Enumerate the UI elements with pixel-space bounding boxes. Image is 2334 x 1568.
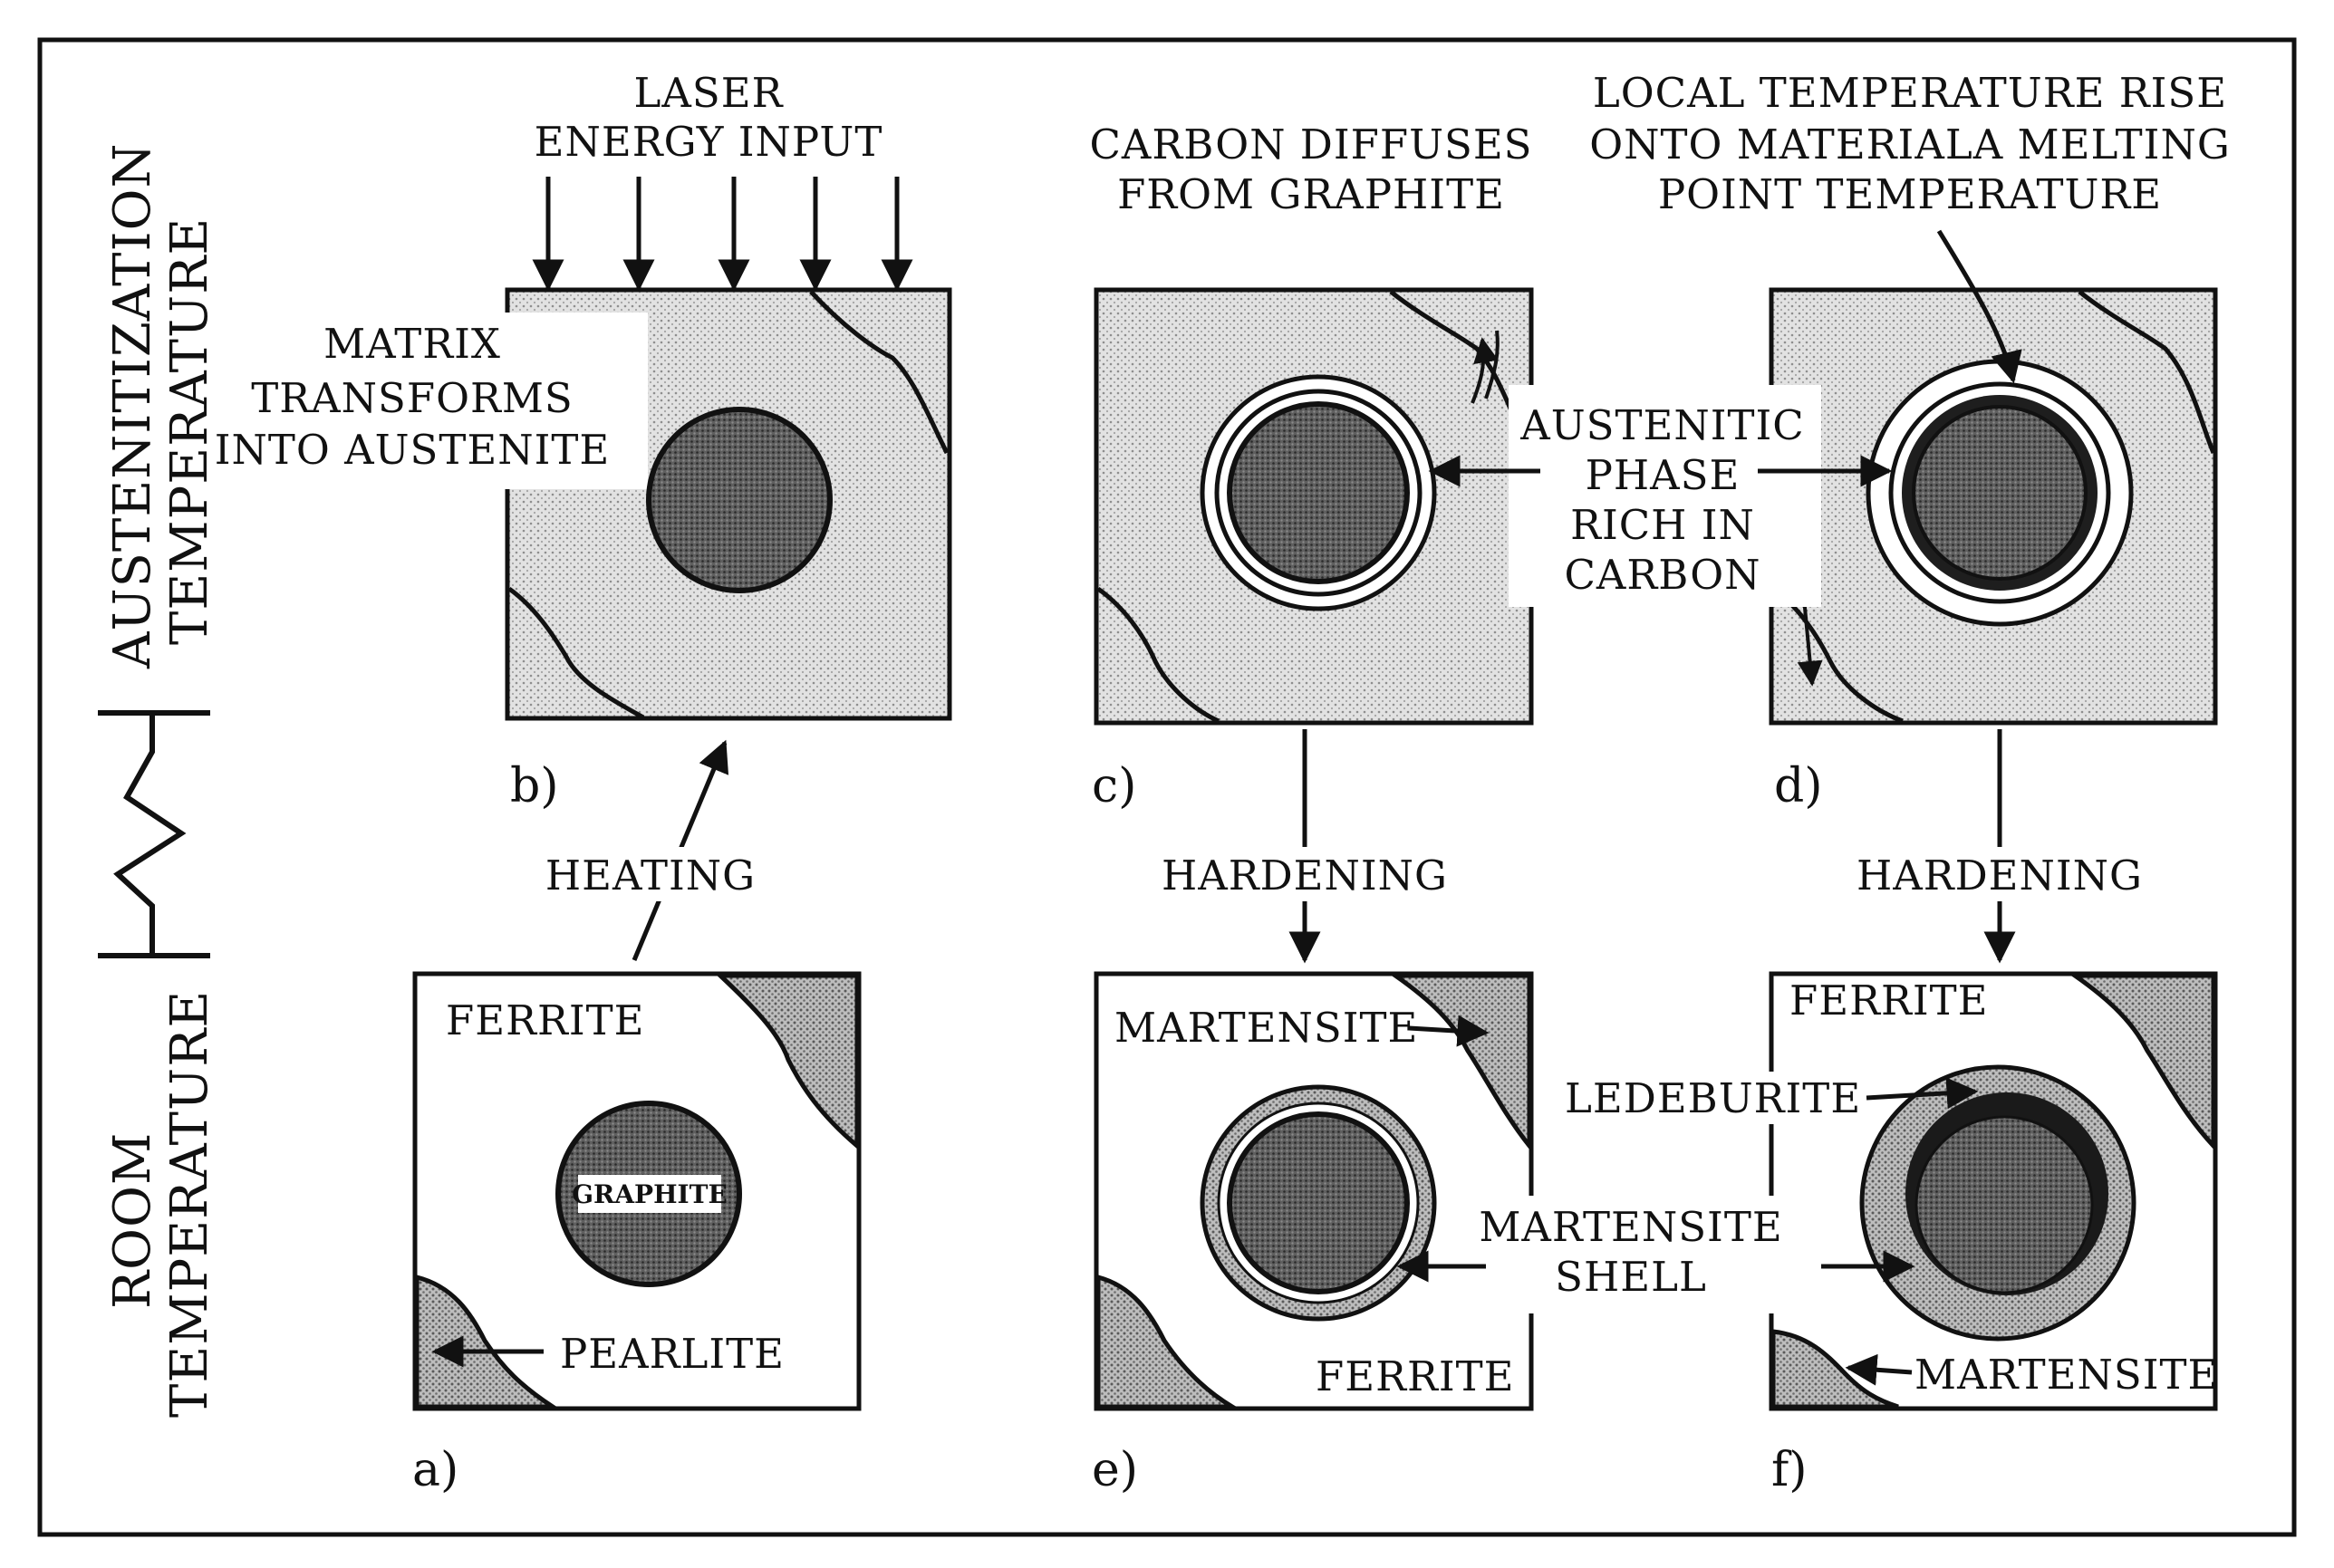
panel-f: FERRITE LEDEBURITE MARTENSITE f) bbox=[1558, 971, 2218, 1497]
axis-austenitization-label-2: TEMPERATURE bbox=[160, 217, 219, 645]
carbon-label-2: FROM GRAPHITE bbox=[1117, 170, 1505, 218]
panel-e-letter: e) bbox=[1092, 1443, 1138, 1497]
panel-e: MARTENSITE FERRITE e) bbox=[1092, 971, 1534, 1497]
martensite-arrow-e bbox=[1408, 1015, 1490, 1047]
graphite-label-bg bbox=[578, 1175, 721, 1213]
axis-room-label: ROOM bbox=[103, 1132, 162, 1309]
panel-c-letter: c) bbox=[1092, 759, 1136, 813]
panel-a-letter: a) bbox=[412, 1443, 458, 1497]
laser-label: LASER bbox=[634, 69, 784, 117]
panel-c: CARBON DIFFUSES FROM GRAPHITE c) bbox=[1089, 120, 1534, 813]
matrix-label: MATRIX bbox=[323, 320, 501, 368]
ledeburite-label: LEDEBURITE bbox=[1565, 1074, 1861, 1122]
matrix-label-3: INTO AUSTENITE bbox=[215, 426, 611, 474]
austenitic-label-bg bbox=[1509, 385, 1821, 607]
martensite-label-f: MARTENSITE bbox=[1914, 1351, 2218, 1399]
hardening-label-c-bg bbox=[1151, 847, 1459, 901]
panel-d: LOCAL TEMPERATURE RISE ONTO MATERIALA ME… bbox=[1589, 69, 2231, 813]
graphite-nodule-e bbox=[1227, 1111, 1410, 1294]
hardening-label-d-bg bbox=[1848, 847, 2156, 901]
ferrite-label-f: FERRITE bbox=[1789, 976, 1988, 1024]
graphite-nodule-c bbox=[1227, 401, 1410, 584]
local-arrow bbox=[1936, 229, 2022, 384]
ledeburite-arrow bbox=[1866, 1077, 1979, 1110]
hardening-label-c: HARDENING bbox=[1162, 851, 1448, 899]
martensite-f-label-bg bbox=[1912, 1348, 2206, 1400]
outer-frame bbox=[37, 37, 2297, 1537]
heating-label: HEATING bbox=[545, 851, 756, 899]
martensite-arrow-f bbox=[1845, 1353, 1913, 1386]
panel-a: GRAPHITE FERRITE PEARLITE a) bbox=[412, 971, 862, 1497]
matrix-label-2: TRANSFORMS bbox=[251, 374, 574, 422]
ferrite-label-e: FERRITE bbox=[1316, 1352, 1514, 1400]
local-label: LOCAL TEMPERATURE RISE bbox=[1593, 69, 2227, 117]
austenitic-label-4: CARBON bbox=[1565, 551, 1761, 599]
martensite-label-e: MARTENSITE bbox=[1114, 1004, 1418, 1052]
pearlite-label: PEARLITE bbox=[560, 1330, 785, 1378]
laser-arrows bbox=[532, 177, 913, 292]
ferrite-label-a: FERRITE bbox=[446, 996, 644, 1044]
laser-label-2: ENERGY INPUT bbox=[535, 118, 883, 166]
carbon-label: CARBON DIFFUSES bbox=[1089, 120, 1532, 168]
panel-d-letter: d) bbox=[1774, 759, 1823, 813]
austenitic-label-2: PHASE bbox=[1586, 451, 1741, 499]
ledeburite-label-bg bbox=[1558, 1072, 1862, 1124]
martensite-e-label-bg bbox=[1107, 1001, 1406, 1053]
panel-b-letter: b) bbox=[510, 759, 559, 813]
heating-label-bg bbox=[542, 847, 759, 901]
local-label-2: ONTO MATERIALA MELTING bbox=[1589, 120, 2231, 168]
martensite-shell-label: MARTENSITE bbox=[1479, 1203, 1782, 1251]
austenitic-label: AUSTENITIC bbox=[1519, 401, 1805, 449]
axis-room-label-2: TEMPERATURE bbox=[160, 990, 219, 1418]
temperature-axis: AUSTENITIZATION TEMPERATURE ROOM TEMPERA… bbox=[98, 143, 219, 1418]
matrix-label-bg bbox=[240, 313, 648, 489]
graphite-label: GRAPHITE bbox=[572, 1179, 728, 1209]
axis-austenitization-label: AUSTENITIZATION bbox=[103, 143, 162, 670]
panel-f-letter: f) bbox=[1771, 1443, 1808, 1497]
axis-break-symbol bbox=[98, 710, 210, 958]
graphite-nodule-f bbox=[1914, 1115, 2094, 1294]
martensite-shell-label-bg bbox=[1466, 1196, 1792, 1313]
martensite-shell-label-2: SHELL bbox=[1555, 1253, 1707, 1301]
graphite-nodule-d bbox=[1912, 405, 2088, 581]
hardening-label-d: HARDENING bbox=[1857, 851, 2143, 899]
panel-b: LASER ENERGY INPUT MATRIX TRANSFORMS INT… bbox=[215, 69, 952, 813]
austenitic-label-3: RICH IN bbox=[1570, 501, 1755, 549]
graphite-nodule bbox=[646, 407, 833, 593]
local-label-3: POINT TEMPERATURE bbox=[1658, 170, 2162, 218]
